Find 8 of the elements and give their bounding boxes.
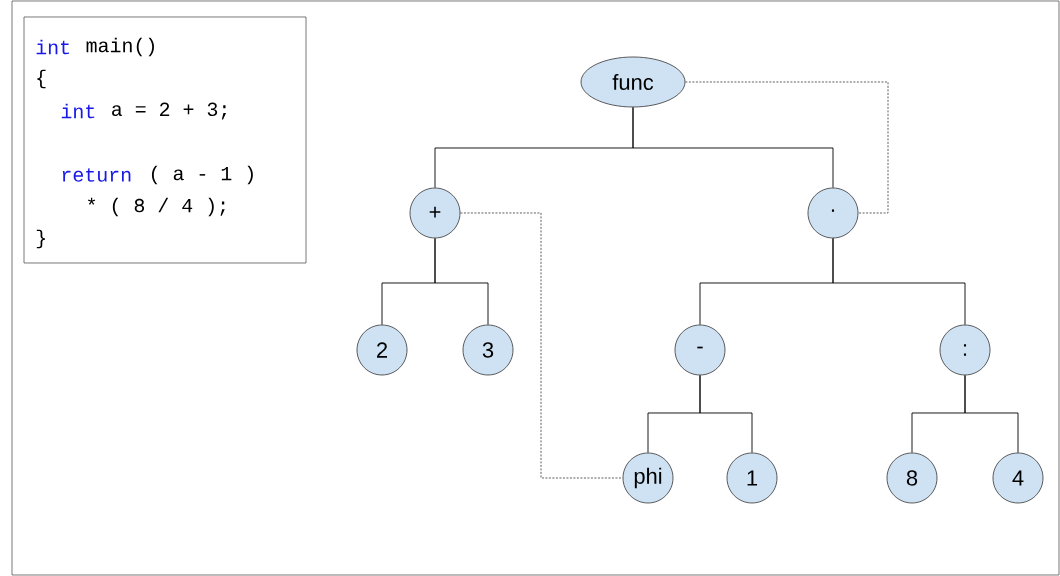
tree-branch — [699, 374, 753, 454]
tree-branch — [632, 106, 834, 189]
dotted-connector — [684, 81, 889, 214]
tree-branch — [832, 237, 966, 326]
code-box: int main() { int a = 2 + 3; return ( a - 1 ) * ( 8 / 4 ); } — [23, 16, 307, 264]
tree-branch — [434, 237, 489, 326]
tree-branch — [964, 374, 1019, 454]
dotted-connector — [459, 212, 624, 479]
